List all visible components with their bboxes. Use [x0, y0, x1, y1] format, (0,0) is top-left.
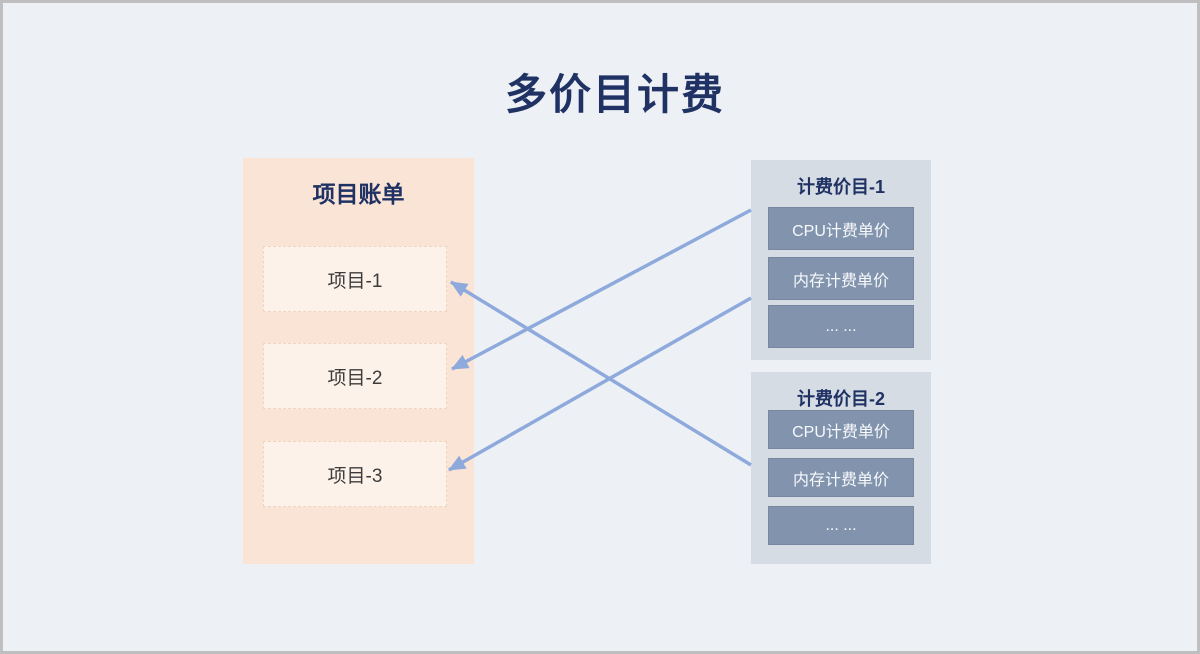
- price-list-1-title: 计费价目-1: [796, 177, 885, 197]
- price-row-ellipsis: ... ...: [768, 506, 914, 545]
- project-bill-box: 项目账单 项目-1 项目-2 项目-3: [243, 158, 474, 564]
- connector-arrow: [451, 208, 752, 371]
- project-bill-title: 项目账单: [312, 181, 405, 207]
- price-row-memory-unit-price: 内存计费单价: [768, 257, 914, 300]
- price-row-ellipsis: ... ...: [768, 305, 914, 348]
- connector-arrow: [450, 280, 752, 467]
- price-row-cpu-unit-price: CPU计费单价: [768, 207, 914, 250]
- price-list-box-1: 计费价目-1 CPU计费单价 内存计费单价 ... ...: [751, 160, 931, 360]
- bill-item-project-1: 项目-1: [263, 246, 447, 312]
- connector-arrow: [448, 296, 752, 472]
- price-row-cpu-unit-price: CPU计费单价: [768, 410, 914, 449]
- bill-item-project-3: 项目-3: [263, 441, 447, 507]
- price-list-2-title: 计费价目-2: [796, 389, 885, 409]
- bill-item-project-2: 项目-2: [263, 343, 447, 409]
- price-list-box-2: 计费价目-2 CPU计费单价 内存计费单价 ... ...: [751, 372, 931, 564]
- diagram-title: 多价目计费: [504, 71, 725, 118]
- price-row-memory-unit-price: 内存计费单价: [768, 458, 914, 497]
